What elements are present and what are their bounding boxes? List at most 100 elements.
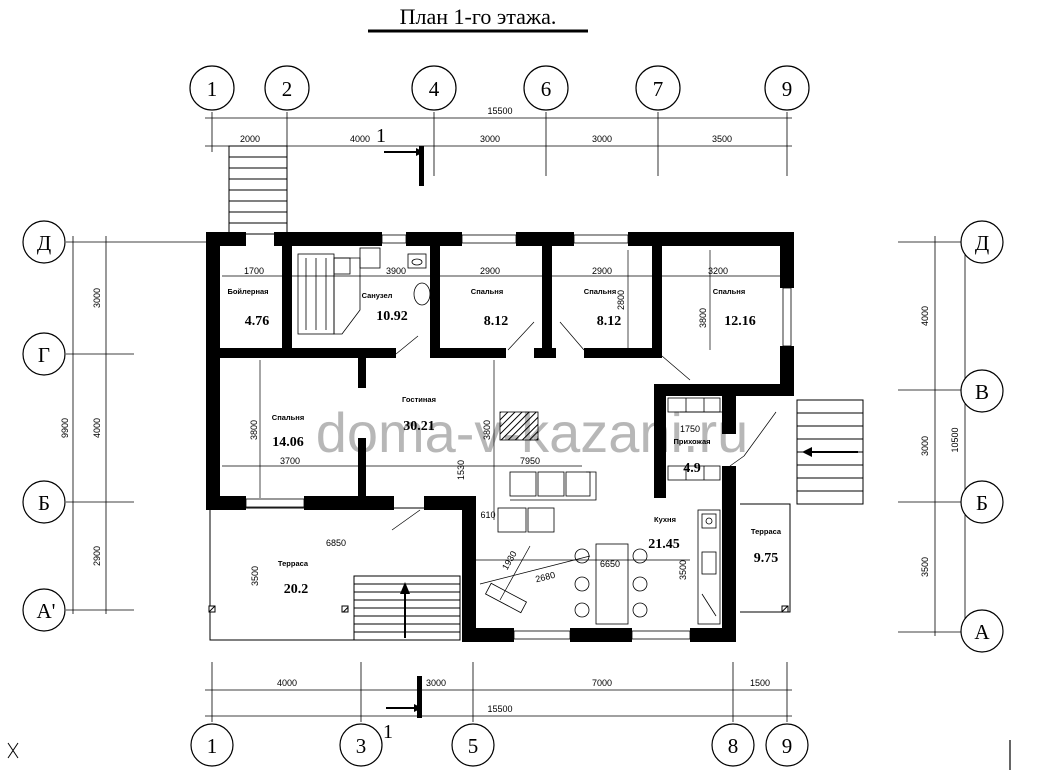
top-dimension-2: 4000 xyxy=(350,134,370,144)
room-bathroom: Санузел 10.92 xyxy=(362,291,408,324)
room-bedroom-4: Спальня 14.06 xyxy=(272,413,304,450)
room-name-terrace-front: Терраса xyxy=(278,559,309,568)
axis-left-1: Д xyxy=(37,231,51,255)
inner-dimension-5: 3200 xyxy=(708,266,728,276)
room-area-terrace-side: 9.75 xyxy=(754,551,779,566)
top-dimension-4: 3000 xyxy=(592,134,612,144)
inner-dimension-2: 3900 xyxy=(386,266,406,276)
right-dimension-1: 4000 xyxy=(920,306,930,326)
left-overall-dimension: 9900 xyxy=(60,418,70,438)
top-axis-markers xyxy=(189,65,810,111)
bottom-dimension-4: 1500 xyxy=(750,678,770,688)
inner-dimension-7: 3800 xyxy=(698,308,708,328)
inner-dimension-4: 2900 xyxy=(592,266,612,276)
right-overall-dimension: 10500 xyxy=(950,427,960,452)
room-terrace-front: Терраса 20.2 xyxy=(278,559,309,597)
room-name-living: Гостиная xyxy=(402,395,436,404)
room-kitchen: Кухня 21.45 xyxy=(648,515,680,552)
room-name-bedroom-2: Спальня xyxy=(584,287,616,296)
room-name-bedroom-4: Спальня xyxy=(272,413,304,422)
terrace-outlines xyxy=(208,503,791,641)
room-name-bedroom-1: Спальня xyxy=(471,287,503,296)
inner-dimension-12: 1530 xyxy=(456,460,466,480)
axis-right-1: Д xyxy=(975,231,989,255)
axis-top-6: 9 xyxy=(782,77,793,101)
interior-lines xyxy=(222,250,780,601)
room-area-boiler: 4.76 xyxy=(245,314,270,329)
living-furniture xyxy=(497,411,597,533)
bottom-dimension-1: 4000 xyxy=(277,678,297,688)
room-living: Гостиная 30.21 xyxy=(402,395,436,434)
room-bedroom-3: Спальня 12.16 xyxy=(713,287,756,329)
room-name-boiler: Бойлерная xyxy=(227,287,268,296)
right-axis-markers xyxy=(960,220,1004,653)
bottom-axis-markers xyxy=(190,723,809,767)
room-area-bedroom-1: 8.12 xyxy=(484,314,509,329)
right-dimensions xyxy=(898,236,970,636)
inner-dimension-14: 2800 xyxy=(656,436,666,456)
left-dimensions xyxy=(66,236,210,614)
room-area-bedroom-3: 12.16 xyxy=(724,314,756,329)
top-overall-dimension: 15500 xyxy=(487,106,512,116)
inner-dimension-10: 3700 xyxy=(280,456,300,466)
cursor-mark xyxy=(7,742,19,759)
inner-dimension-9: 3800 xyxy=(482,420,492,440)
walls xyxy=(206,232,794,642)
hallway-wardrobes xyxy=(667,397,721,481)
section-cut-bottom-bar xyxy=(417,676,422,718)
section-mark-bottom: 1 xyxy=(383,721,393,743)
room-area-terrace-front: 20.2 xyxy=(284,582,309,597)
bottom-entry-stair xyxy=(353,575,461,641)
bottom-overall-dimension: 15500 xyxy=(487,704,512,714)
top-entry-stair xyxy=(228,145,288,235)
left-axis-markers xyxy=(22,220,66,632)
axis-bottom-3: 5 xyxy=(468,734,479,758)
axis-left-2: Г xyxy=(38,343,50,367)
top-dimensions xyxy=(205,112,792,176)
axis-top-5: 7 xyxy=(653,77,664,101)
right-dimension-3: 3500 xyxy=(920,557,930,577)
section-mark-top: 1 xyxy=(376,125,386,147)
axis-right-2: В xyxy=(975,380,989,404)
right-stair-arrowhead xyxy=(802,447,812,457)
section-cut-top-bar xyxy=(419,146,424,186)
room-bedroom-2: Спальня 8.12 xyxy=(584,287,621,329)
room-name-bathroom: Санузел xyxy=(362,291,393,300)
inner-dimension-6: 2800 xyxy=(616,290,626,310)
inner-dimension-16: 6850 xyxy=(326,538,346,548)
axis-left-4: А' xyxy=(37,599,56,623)
axis-bottom-2: 3 xyxy=(356,734,367,758)
axis-right-4: А xyxy=(974,620,990,644)
room-bedroom-1: Спальня 8.12 xyxy=(471,287,508,329)
windows xyxy=(245,234,792,640)
axis-right-3: Б xyxy=(976,491,988,515)
bottom-stair-arrowhead xyxy=(400,582,410,594)
axis-top-4: 6 xyxy=(541,77,552,101)
room-area-bedroom-2: 8.12 xyxy=(597,314,622,329)
room-name-bedroom-3: Спальня xyxy=(713,287,745,296)
axis-bottom-1: 1 xyxy=(207,734,218,758)
room-area-kitchen: 21.45 xyxy=(648,537,680,552)
inner-dimension-11: 7950 xyxy=(520,456,540,466)
axis-left-3: Б xyxy=(38,491,50,515)
bottom-dimension-3: 7000 xyxy=(592,678,612,688)
room-name-hallway: Прихожая xyxy=(673,437,710,446)
room-name-kitchen: Кухня xyxy=(654,515,676,524)
left-dimension-2: 4000 xyxy=(92,418,102,438)
axis-bottom-5: 9 xyxy=(782,734,793,758)
bottom-dimension-2: 3000 xyxy=(426,678,446,688)
plan-title: План 1-го этажа. xyxy=(400,4,557,29)
room-boiler: Бойлерная 4.76 xyxy=(227,287,269,329)
inner-dimension-20: 2680 xyxy=(534,570,556,585)
inner-dimension-8: 3800 xyxy=(249,420,259,440)
inner-dimension-19: 3500 xyxy=(678,560,688,580)
inner-dimension-18: 6650 xyxy=(600,559,620,569)
top-dimension-1: 2000 xyxy=(240,134,260,144)
room-area-bathroom: 10.92 xyxy=(376,309,408,324)
axis-top-3: 4 xyxy=(429,77,440,101)
room-terrace-side: Терраса 9.75 xyxy=(751,527,782,566)
right-entry-stair xyxy=(796,399,864,505)
room-area-living: 30.21 xyxy=(403,419,435,434)
axis-top-2: 2 xyxy=(282,77,293,101)
